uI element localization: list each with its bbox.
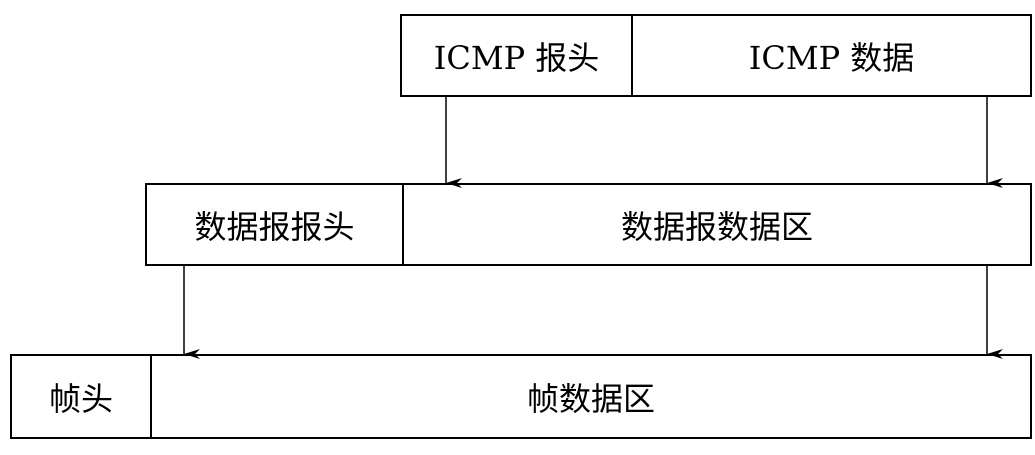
icmp-message-row: ICMP 报头 ICMP 数据: [400, 14, 1032, 97]
frame-row: 帧头 帧数据区: [10, 354, 1032, 439]
datagram-to-frame-arrows: [183, 266, 1003, 359]
datagram-header-cell: 数据报报头: [194, 207, 355, 246]
datagram-data-cell: 数据报数据区: [402, 185, 1030, 264]
icmp-data-cell: ICMP 数据: [631, 16, 1030, 95]
icmp-to-datagram-arrows: [445, 97, 1003, 188]
icmp-header-cell: ICMP 报头: [433, 38, 600, 77]
frame-header-cell: 帧头: [48, 379, 113, 418]
frame-data-cell: 帧数据区: [150, 356, 1030, 437]
ip-datagram-row: 数据报报头 数据报数据区: [145, 183, 1032, 266]
